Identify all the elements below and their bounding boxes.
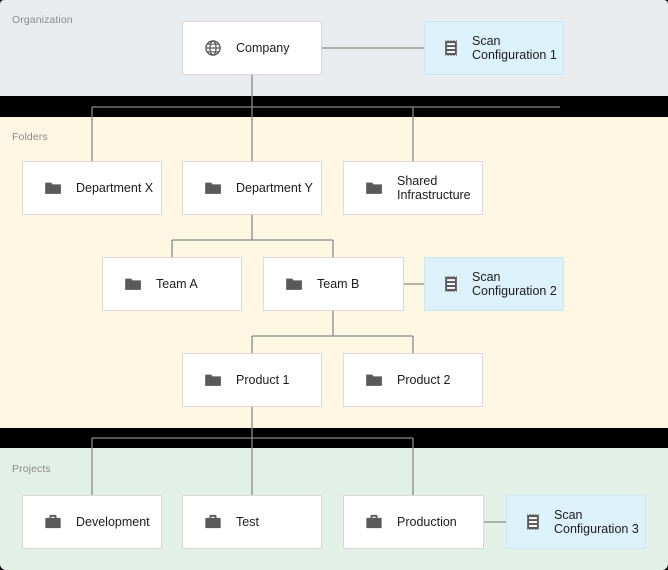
node-company[interactable]: Company [182,21,322,75]
node-label: Department X [76,180,154,195]
node-label: Company [236,40,290,55]
section-band-organization [0,0,668,96]
folder-icon [205,374,221,386]
folder-icon [366,182,382,194]
node-label: Product 2 [397,372,451,387]
node-product-2[interactable]: Product 2 [343,353,483,407]
folder-icon [205,182,221,194]
node-shared-infrastructure[interactable]: Shared Infrastructure [343,161,483,215]
section-label-folders: Folders [12,131,48,143]
receipt-icon [445,40,457,56]
node-label: Development [76,514,150,529]
folder-icon [286,278,302,290]
globe-icon [205,40,221,56]
node-label: Test [236,514,259,529]
folder-icon [125,278,141,290]
node-label: Shared Infrastructure [397,173,471,203]
node-department-y[interactable]: Department Y [182,161,322,215]
briefcase-icon [366,514,382,529]
section-label-projects: Projects [12,463,51,475]
node-test[interactable]: Test [182,495,322,549]
node-development[interactable]: Development [22,495,162,549]
briefcase-icon [205,514,221,529]
receipt-icon [445,276,457,292]
node-label: Department Y [236,180,313,195]
node-label: Production [397,514,457,529]
node-scan-configuration-2[interactable]: Scan Configuration 2 [424,257,564,311]
node-label: Team A [156,276,198,291]
node-label: Scan Configuration 2 [472,269,557,299]
node-department-x[interactable]: Department X [22,161,162,215]
node-product-1[interactable]: Product 1 [182,353,322,407]
node-label: Team B [317,276,360,291]
folder-icon [366,374,382,386]
node-scan-configuration-3[interactable]: Scan Configuration 3 [506,495,646,549]
section-label-organization: Organization [12,14,73,26]
node-team-a[interactable]: Team A [102,257,242,311]
node-label: Scan Configuration 3 [554,507,639,537]
node-production[interactable]: Production [343,495,484,549]
node-scan-configuration-1[interactable]: Scan Configuration 1 [424,21,564,75]
node-team-b[interactable]: Team B [263,257,404,311]
node-label: Product 1 [236,372,290,387]
receipt-icon [527,514,539,530]
node-label: Scan Configuration 1 [472,33,557,63]
folder-icon [45,182,61,194]
briefcase-icon [45,514,61,529]
